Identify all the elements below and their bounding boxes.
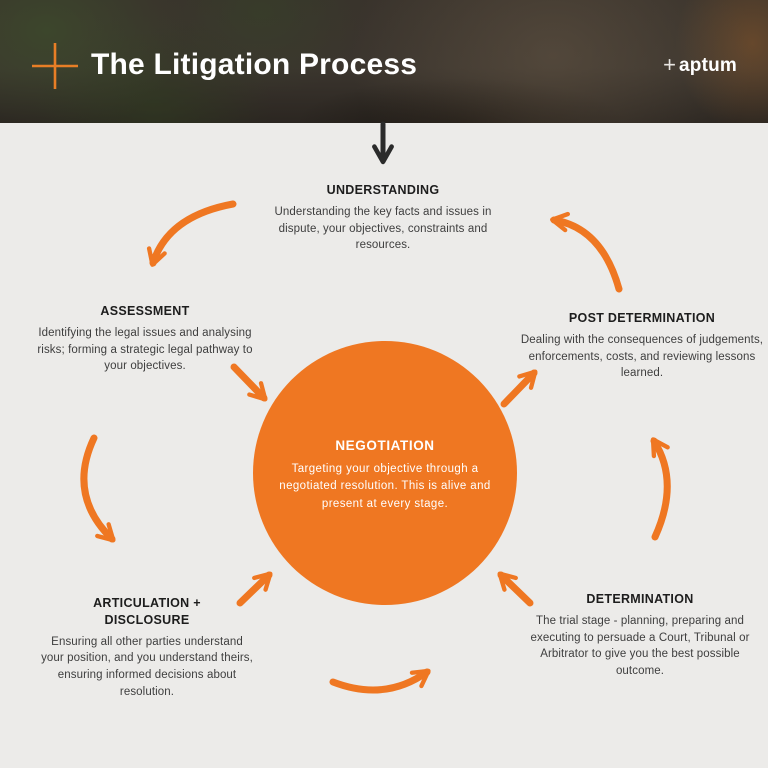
arrow-post-determination-to-understanding (550, 211, 623, 293)
stage-articulation-disclosure: ARTICULATION + DISCLOSURE Ensuring all o… (40, 595, 254, 700)
arrow-articulation-to-determination (329, 668, 431, 694)
stage-determination-description: The trial stage - planning, preparing an… (530, 614, 750, 677)
negotiation-title: NEGOTIATION (335, 438, 435, 453)
header-banner: The Litigation Process + aptum (0, 0, 768, 123)
stage-understanding: UNDERSTANDING Understanding the key fact… (266, 182, 500, 254)
stage-articulation-disclosure-description: Ensuring all other parties understand yo… (41, 635, 253, 698)
arrow-understanding-to-assessment (146, 200, 237, 267)
stage-understanding-title: UNDERSTANDING (326, 183, 440, 197)
arrow-assessment-to-articulation (80, 434, 116, 543)
stage-articulation-disclosure-title: ARTICULATION + DISCLOSURE (93, 596, 201, 627)
orange-cross-icon (32, 43, 78, 89)
stage-post-determination-description: Dealing with the consequences of judgeme… (520, 333, 764, 380)
logo-plus-icon: + (663, 52, 676, 77)
stage-understanding-description: Understanding the key facts and issues i… (274, 205, 492, 252)
stage-determination-title: DETERMINATION (586, 592, 694, 606)
stage-post-determination-title: POST DETERMINATION (568, 311, 716, 325)
header-content: The Litigation Process + aptum (0, 0, 768, 123)
stage-determination: DETERMINATION The trial stage - planning… (521, 591, 759, 680)
negotiation-circle: NEGOTIATION Targeting your objective thr… (253, 341, 517, 605)
negotiation-description: Targeting your objective through a negot… (279, 463, 491, 510)
arrow-determination-to-post-determination (650, 437, 671, 541)
stage-assessment: ASSESSMENT Identifying the legal issues … (32, 303, 258, 375)
stage-assessment-title: ASSESSMENT (100, 304, 190, 318)
aptum-logo: + aptum (663, 52, 737, 77)
logo-wordmark: aptum (679, 55, 737, 76)
stage-assessment-description: Identifying the legal issues and analysi… (37, 326, 253, 373)
page-title: The Litigation Process (91, 48, 418, 81)
stage-post-determination: POST DETERMINATION Dealing with the cons… (520, 310, 764, 382)
